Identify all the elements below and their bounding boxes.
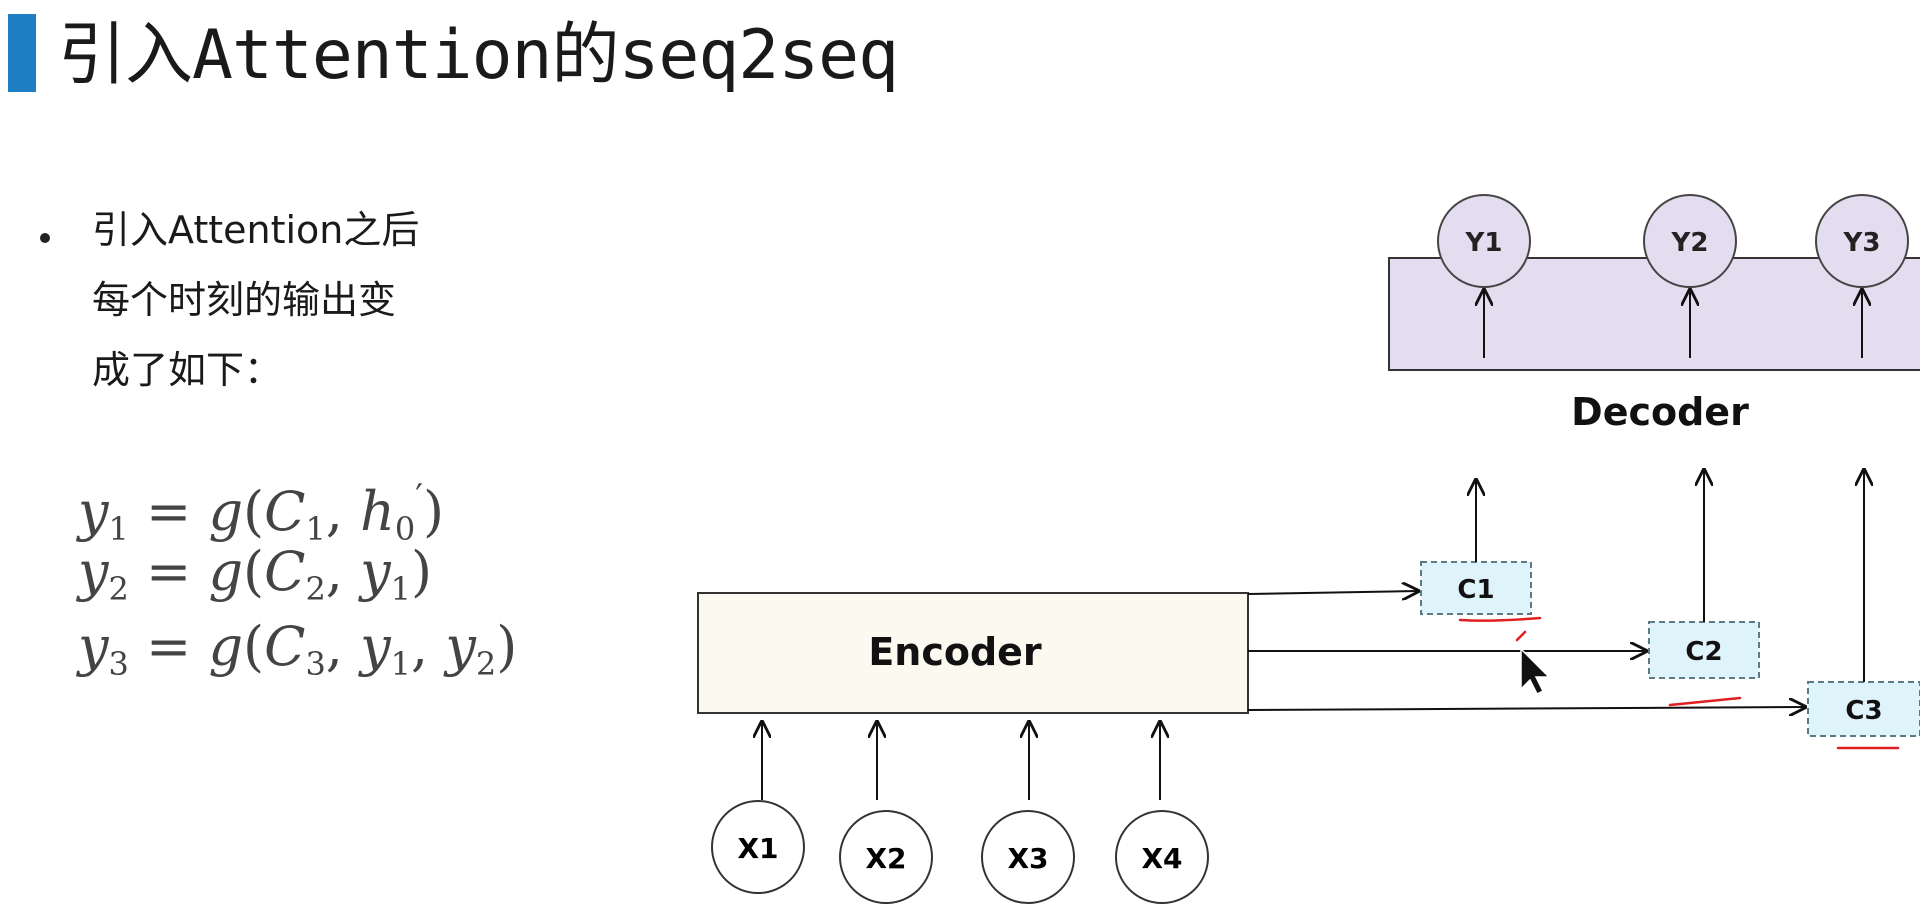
bullet-line-1: 引入Attention之后	[92, 208, 420, 252]
context-label-c2: C2	[1685, 637, 1722, 667]
slide-title: 引入Attention的seq2seq	[58, 16, 899, 95]
input-nodes: X1 X2 X3 X4	[711, 722, 1209, 904]
input-node-x3	[981, 810, 1075, 904]
input-label-x1: X1	[737, 832, 778, 865]
context-label-c3: C3	[1845, 696, 1882, 726]
formula-y1: y1 = g(C1, h0′)	[78, 477, 445, 548]
bullet-line-3: 成了如下：	[92, 348, 283, 392]
annotation-underline-c2	[1668, 696, 1742, 707]
input-label-x2: X2	[865, 842, 906, 875]
output-label-y2: Y2	[1671, 228, 1709, 258]
encoder-label: Encoder	[868, 630, 1042, 674]
input-label-x3: X3	[1007, 842, 1048, 875]
output-label-y3: Y3	[1843, 228, 1881, 258]
encoder-box	[697, 592, 1249, 714]
formula-y2: y2 = g(C2, y1)	[78, 540, 433, 608]
mouse-cursor-icon	[1520, 647, 1551, 696]
input-node-x1	[711, 800, 805, 894]
output-node-y1	[1437, 194, 1531, 288]
context-label-c1: C1	[1457, 575, 1494, 605]
input-node-x4	[1115, 810, 1209, 904]
output-nodes: Y1 Y2 Y3	[1437, 194, 1909, 358]
bullet-line-2: 每个时刻的输出变	[92, 278, 397, 322]
output-label-y1: Y1	[1465, 228, 1503, 258]
context-decoder-arrows	[1476, 470, 1864, 682]
annotation-underline-c1	[1458, 616, 1542, 622]
input-node-x2	[839, 810, 933, 904]
annotation-tick-mark	[1515, 630, 1527, 642]
decoder-label: Decoder	[1571, 390, 1749, 434]
encoder-context-arrows	[1247, 591, 1805, 710]
output-node-y2	[1643, 194, 1737, 288]
output-node-y3	[1815, 194, 1909, 288]
context-box-c3	[1807, 681, 1920, 737]
bullet-dot	[40, 233, 50, 243]
title-accent-bar	[8, 14, 36, 92]
red-annotations	[1458, 616, 1900, 750]
context-nodes: C1 C2 C3	[1420, 561, 1920, 737]
formula-y3: y3 = g(C3, y1, y2)	[78, 615, 518, 683]
input-label-x4: X4	[1141, 842, 1182, 875]
